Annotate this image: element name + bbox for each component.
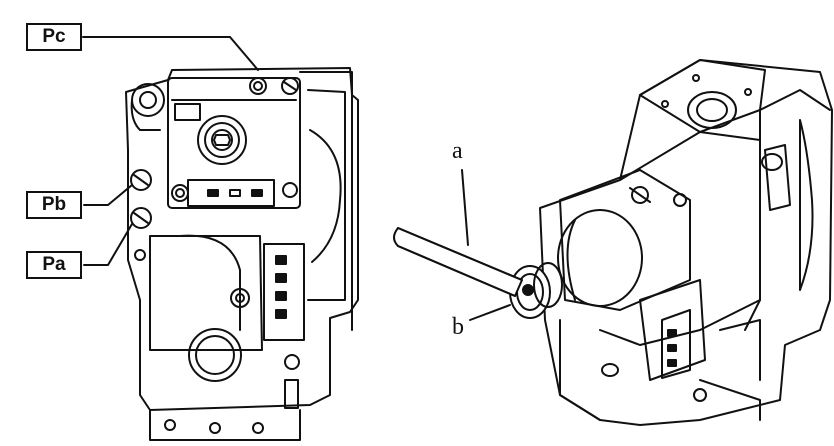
pc-leader-line xyxy=(82,36,259,71)
b-label: b xyxy=(452,314,464,340)
a-leader-line xyxy=(461,169,469,246)
valve-perspective-view xyxy=(393,59,833,426)
pc-label: Pc xyxy=(26,23,82,51)
valve-front-view xyxy=(125,67,359,441)
pb-label: Pb xyxy=(26,191,82,219)
b-leader-line xyxy=(469,304,511,321)
pa-leader-line xyxy=(83,223,133,266)
pa-label: Pa xyxy=(26,251,82,279)
pb-leader-line xyxy=(83,184,133,206)
a-label: a xyxy=(452,138,463,164)
